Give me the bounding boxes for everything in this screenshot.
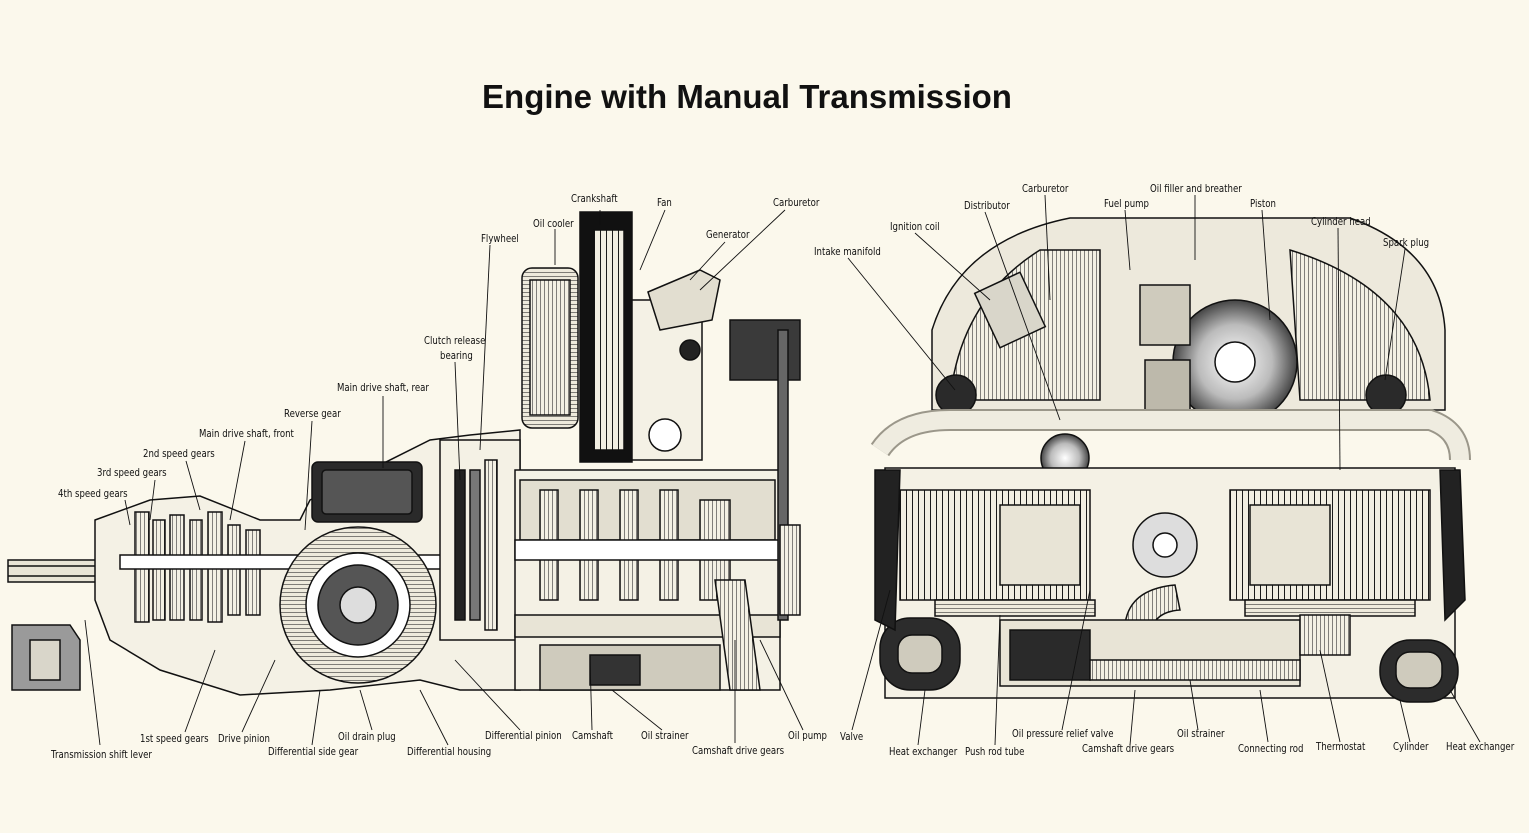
label-camshaft-drive-gears-front: Camshaft drive gears	[1082, 742, 1175, 755]
label-oil-strainer-front: Oil strainer	[1177, 727, 1225, 740]
label-cylinder: Cylinder	[1393, 740, 1429, 753]
diagram-title: Engine with Manual Transmission	[482, 78, 1012, 115]
label-fuel-pump: Fuel pump	[1104, 197, 1149, 210]
label-4th-speed-gears: 4th speed gears	[58, 487, 128, 500]
label-drive-pinion: Drive pinion	[218, 732, 270, 745]
label-heat-exchanger-right: Heat exchanger	[1446, 740, 1515, 753]
label-spark-plug: Spark plug	[1383, 236, 1430, 249]
label-push-rod-tube: Push rod tube	[965, 745, 1025, 758]
label-oil-pump: Oil pump	[788, 729, 827, 742]
label-2nd-speed-gears: 2nd speed gears	[143, 447, 215, 460]
label-oil-cooler: Oil cooler	[533, 217, 574, 230]
label-intake-manifold: Intake manifold	[814, 245, 881, 258]
label-differential-side-gear: Differential side gear	[268, 745, 359, 758]
label-cylinder-head: Cylinder head	[1311, 215, 1371, 228]
label-flywheel: Flywheel	[481, 232, 519, 245]
label-differential-pinion: Differential pinion	[485, 729, 562, 742]
label-thermostat: Thermostat	[1316, 740, 1366, 753]
label-camshaft: Camshaft	[572, 729, 614, 742]
label-clutch-release-bearing-line1: Clutch release	[424, 334, 486, 347]
label-connecting-rod: Connecting rod	[1238, 742, 1304, 755]
front-view-art	[870, 217, 1471, 703]
label-differential-housing: Differential housing	[407, 745, 492, 758]
label-main-drive-shaft-front: Main drive shaft, front	[199, 427, 294, 440]
label-piston: Piston	[1250, 197, 1276, 210]
label-3rd-speed-gears: 3rd speed gears	[97, 466, 167, 479]
label-oil-filler-and-breather: Oil filler and breather	[1150, 182, 1242, 195]
leader-lines	[84, 194, 1481, 746]
label-camshaft-drive-gears-side: Camshaft drive gears	[692, 744, 785, 757]
label-oil-drain-plug: Oil drain plug	[338, 730, 396, 743]
label-carburetor-front: Carburetor	[1022, 182, 1069, 195]
side-view-art	[7, 211, 801, 696]
label-heat-exchanger-left: Heat exchanger	[889, 745, 958, 758]
label-1st-speed-gears: 1st speed gears	[140, 732, 209, 745]
label-main-drive-shaft-rear: Main drive shaft, rear	[337, 381, 429, 394]
label-reverse-gear: Reverse gear	[284, 407, 341, 420]
label-carburetor-side: Carburetor	[773, 196, 820, 209]
label-oil-pressure-relief-valve: Oil pressure relief valve	[1012, 727, 1114, 740]
label-crankshaft: Crankshaft	[571, 192, 618, 205]
label-oil-strainer-side: Oil strainer	[641, 729, 689, 742]
label-generator: Generator	[706, 228, 750, 241]
label-clutch-release-bearing-line2: bearing	[440, 349, 473, 362]
label-fan: Fan	[657, 196, 672, 209]
label-valve: Valve	[840, 730, 864, 743]
label-ignition-coil: Ignition coil	[890, 220, 940, 233]
label-distributor: Distributor	[964, 199, 1010, 212]
label-transmission-shift-lever: Transmission shift lever	[51, 748, 152, 761]
